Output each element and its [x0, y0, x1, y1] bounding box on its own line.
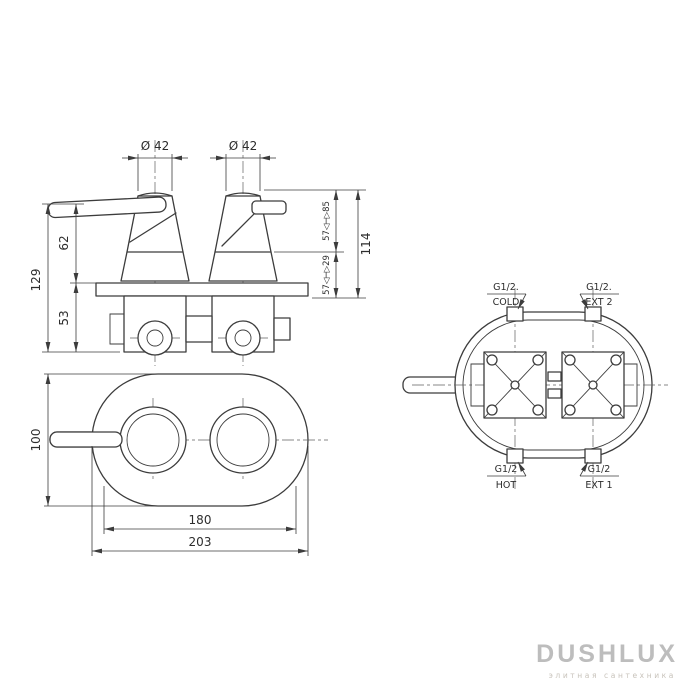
left-knob [119, 406, 187, 474]
dim-plate-height: 100 [29, 373, 162, 507]
brand-tagline: элитная сантехника [549, 671, 676, 680]
port-cold-stub [506, 306, 524, 322]
rear-left-valve-block [470, 351, 547, 419]
rear-right-clip [624, 363, 638, 407]
dim-diameter-right: Ø 42 [210, 139, 276, 191]
port-hot-thread-label: G1/2 [495, 464, 518, 475]
dim-114-label: 114 [359, 233, 373, 256]
right-port-stub [273, 317, 291, 341]
dim-range-lower-label: 57◁─▷29 [322, 255, 332, 295]
plate-front-view: 100 180 203 [29, 373, 328, 556]
right-inlet-circle [225, 320, 261, 356]
port-ext2-thread-label: G1/2. [586, 282, 612, 293]
right-lever-handle [251, 200, 287, 215]
center-connector-bottom [547, 388, 562, 399]
dim-diameter-left-label: Ø 42 [141, 139, 170, 153]
dim-129-label: 129 [29, 269, 43, 292]
left-inlet-circle [137, 320, 173, 356]
port-ext2-stub [584, 306, 602, 322]
left-valve-body [120, 192, 190, 282]
port-ext1-name-label: EXT 1 [585, 480, 612, 491]
dim-diameter-right-label: Ø 42 [229, 139, 258, 153]
callout-ext1: G1/2 EXT 1 [579, 461, 619, 491]
dim-203-label: 203 [189, 535, 212, 549]
dim-right-chain: 57◁─▷85 57◁─▷29 114 [264, 189, 373, 299]
callout-cold: G1/2. COLD [487, 282, 527, 310]
dim-range-upper-label: 57◁─▷85 [322, 201, 332, 241]
port-ext1-thread-label: G1/2 [588, 464, 611, 475]
port-ext2-name-label: EXT 2 [585, 297, 612, 308]
left-clip [109, 313, 124, 345]
dim-plate-outer-width: 203 [91, 446, 309, 556]
port-cold-thread-label: G1/2. [493, 282, 519, 293]
rear-right-valve-block [561, 351, 638, 419]
rear-left-clip [470, 363, 484, 407]
dim-diameter-left: Ø 42 [122, 139, 188, 191]
dim-53-label: 53 [57, 310, 71, 325]
port-ext1-stub [584, 448, 602, 464]
front-view: Ø 42 Ø 42 129 62 53 [29, 139, 373, 366]
callout-ext2: G1/2. EXT 2 [579, 282, 619, 310]
center-connector-top [547, 371, 562, 382]
dim-plate-inner-width: 180 [103, 486, 297, 534]
port-cold-name-label: COLD [493, 297, 520, 308]
brand-logo: DUSHLUX [536, 640, 678, 668]
dim-100-label: 100 [29, 429, 43, 452]
dim-left-chain: 129 62 53 [29, 203, 120, 353]
wall-plate-edge [95, 282, 309, 297]
branding: DUSHLUX элитная сантехника [536, 640, 678, 680]
callout-hot: G1/2 HOT [487, 461, 527, 491]
plate-lever-outer [49, 431, 123, 448]
manifold-assembly [109, 295, 291, 356]
right-knob [209, 406, 277, 474]
rear-view: G1/2. COLD G1/2. EXT 2 G1/2 HOT G1/2 EXT… [402, 282, 668, 492]
right-valve-body [208, 192, 278, 282]
dim-180-label: 180 [189, 513, 212, 527]
port-hot-stub [506, 448, 524, 464]
port-hot-name-label: HOT [496, 480, 517, 491]
dim-62-label: 62 [57, 235, 71, 250]
